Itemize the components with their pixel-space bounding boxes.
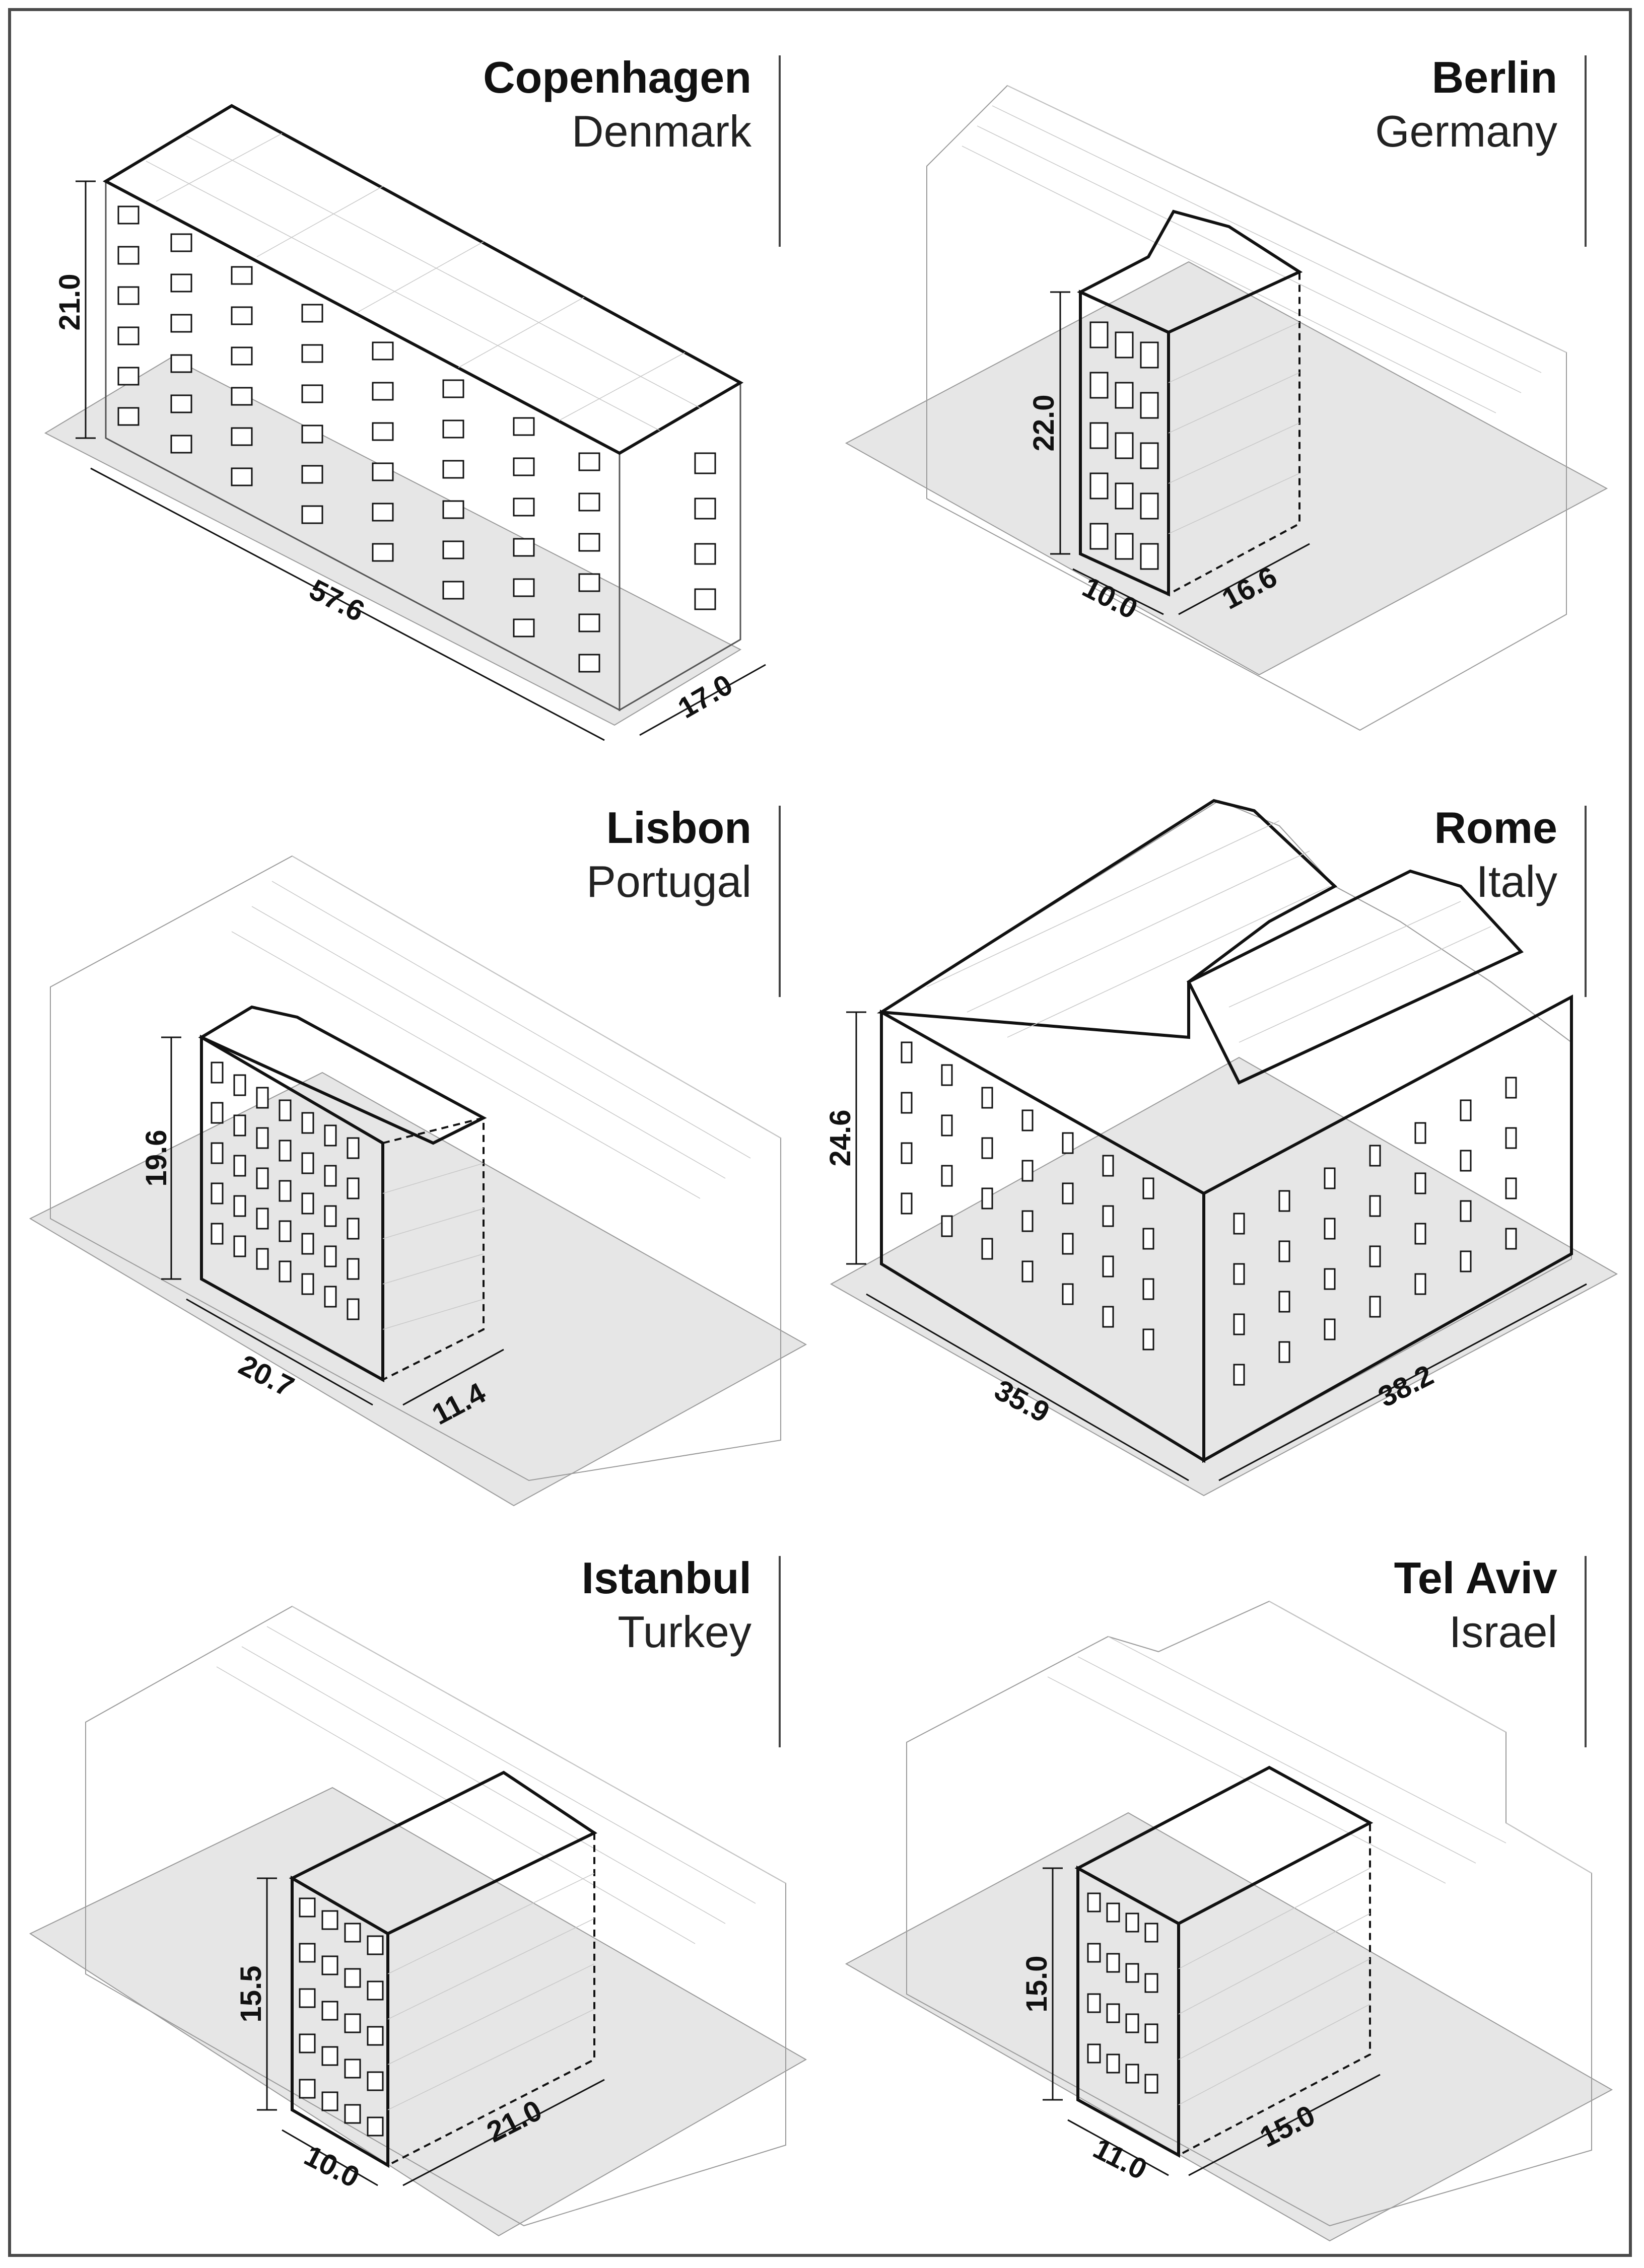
building-tel-aviv-drawing: 15.0 11.0 15.0 — [845, 1600, 1613, 2242]
caption-istanbul: Istanbul Turkey — [582, 1551, 751, 1659]
istanbul-height-dimension: 15.5 — [235, 1966, 267, 2023]
caption-lisbon: Lisbon Portugal — [586, 801, 751, 909]
rome-height-dimension: 24.6 — [826, 1110, 857, 1167]
caption-rome: Rome Italy — [1434, 801, 1558, 909]
caption-divider — [1585, 1556, 1587, 1747]
caption-copenhagen: Copenhagen Denmark — [483, 50, 751, 159]
country-name: Denmark — [572, 106, 751, 157]
city-name: Tel Aviv — [1394, 1553, 1557, 1603]
city-name: Rome — [1434, 803, 1558, 853]
copenhagen-height-dimension: 21.0 — [53, 274, 86, 331]
country-name: Turkey — [618, 1607, 751, 1657]
panel-lisbon: 19.6 20.7 11.4 Lisbon Portugal — [20, 770, 826, 1516]
building-lisbon-drawing: 19.6 20.7 11.4 — [29, 855, 807, 1507]
tel-aviv-front-dimension: 11.0 — [1088, 2132, 1152, 2186]
caption-tel-aviv: Tel Aviv Israel — [1394, 1551, 1557, 1659]
panel-rome: 24.6 35.9 38.2 Rome Italy — [826, 770, 1632, 1516]
caption-divider — [1585, 55, 1587, 247]
country-name: Israel — [1449, 1607, 1557, 1657]
lisbon-height-dimension: 19.6 — [140, 1130, 173, 1187]
caption-divider — [779, 55, 781, 247]
caption-divider — [779, 806, 781, 997]
country-name: Portugal — [586, 857, 751, 907]
panel-tel-aviv: 15.0 11.0 15.0 Tel Aviv Israel — [826, 1521, 1632, 2266]
berlin-height-dimension: 22.0 — [1028, 395, 1060, 452]
city-name: Istanbul — [581, 1553, 751, 1603]
caption-berlin: Berlin Germany — [1375, 50, 1557, 159]
city-name: Copenhagen — [483, 52, 751, 102]
caption-divider — [1585, 806, 1587, 997]
city-name: Lisbon — [606, 803, 751, 853]
figure-frame — [8, 8, 1632, 2257]
building-copenhagen-drawing: 21.0 57.6 17.0 — [44, 104, 766, 741]
country-name: Germany — [1375, 106, 1557, 157]
building-berlin-drawing: 22.0 10.0 16.6 — [845, 85, 1608, 731]
country-name: Italy — [1476, 857, 1557, 907]
panel-berlin: 22.0 10.0 16.6 Berlin Germany — [826, 20, 1632, 765]
tel-aviv-height-dimension: 15.0 — [1020, 1956, 1053, 2013]
panel-istanbul: 15.5 10.0 21.0 Istanbul Turkey — [20, 1521, 826, 2266]
caption-divider — [779, 1556, 781, 1747]
building-rome-drawing: 24.6 35.9 38.2 — [826, 799, 1618, 1497]
city-name: Berlin — [1431, 52, 1557, 102]
panel-copenhagen: 21.0 57.6 17.0 Copenhagen Denmark — [20, 20, 826, 765]
building-istanbul-drawing: 15.5 10.0 21.0 — [29, 1605, 807, 2237]
